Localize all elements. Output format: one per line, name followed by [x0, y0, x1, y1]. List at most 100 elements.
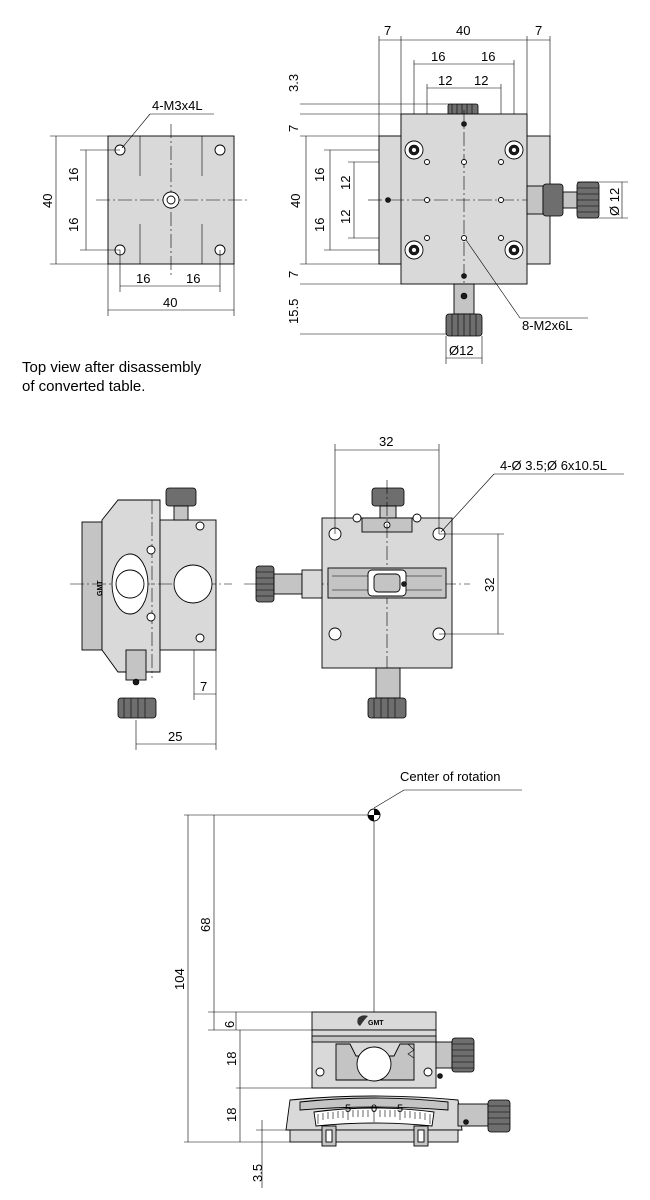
mount-hole-icon [328, 627, 342, 641]
m3-hole-icon [214, 144, 226, 156]
side-screw-icon [195, 521, 205, 531]
front-screw-icon [315, 1067, 325, 1077]
side-bottom-screw-icon [132, 678, 140, 686]
plan-top-knob-icon [371, 487, 405, 507]
counterbore-hole-icon [504, 240, 524, 260]
top-view-right: 7 40 7 16 16 12 12 3.3 7 40 16 16 12 12 … [286, 23, 628, 364]
dim-7-side-top: 7 [286, 125, 301, 132]
side-center-boss-icon [115, 569, 145, 599]
dim-7-top-left: 7 [384, 23, 391, 38]
center-of-rotation-icon [367, 808, 381, 822]
plan-bottom-knob-icon [367, 697, 407, 719]
note-line-1: Top view after disassembly [22, 359, 202, 376]
side-bottom-knob-icon [117, 697, 157, 719]
dim-104: 104 [172, 968, 187, 990]
callout-mount-holes: 4-Ø 3.5;Ø 6x10.5L [500, 458, 607, 473]
right-knob-shaft [526, 185, 544, 215]
dim-18-upper: 18 [224, 1052, 239, 1066]
front-knob-screw-icon [437, 1073, 443, 1079]
dim-16-top-b: 16 [481, 49, 495, 64]
plan-view: 32 32 4-Ø 3.5;Ø 6x10.5L [244, 434, 624, 719]
rotary-base-plate [289, 1129, 459, 1143]
rotary-scale-ticks [317, 1110, 431, 1124]
plan-slot-screw-icon [401, 581, 407, 587]
disassembly-note: Top view after disassembly of converted … [22, 358, 201, 396]
bottom-knob-screw-icon [460, 292, 468, 300]
dim-12-side-b: 12 [338, 210, 353, 224]
scale-label-right: 5 [397, 1103, 403, 1115]
dim-16-bottom-a: 16 [136, 271, 150, 286]
scale-label-left: 5 [345, 1103, 351, 1115]
plan-slot-block [373, 573, 401, 593]
logo-icon: GMT [357, 1015, 384, 1027]
base-foot-slot-icon [417, 1129, 425, 1143]
dim-3-5: 3.5 [250, 1164, 265, 1182]
front-stage-rail [311, 1035, 437, 1043]
front-knob-holder [435, 1041, 453, 1069]
dim-18-lower: 18 [224, 1108, 239, 1122]
dim-16-side-b: 16 [312, 218, 327, 232]
dim-dia12-right: Ø 12 [607, 188, 622, 216]
dim-3-3: 3.3 [286, 74, 301, 92]
plan-left-knob-shaft [273, 573, 303, 595]
side-screw-icon [146, 612, 156, 622]
side-top-knob-shaft [173, 505, 189, 521]
side-top-knob-icon [165, 487, 197, 507]
dim-32-top: 32 [379, 434, 393, 449]
note-line-2: of converted table. [22, 378, 146, 395]
side-logo: GMT [97, 580, 104, 596]
dim-12-top-b: 12 [474, 73, 488, 88]
dim-40-side: 40 [288, 194, 303, 208]
front-screw-icon [423, 1067, 433, 1077]
center-hole-inner-icon [166, 195, 176, 205]
counterbore-hole-icon [504, 140, 524, 160]
front-stage-bore-icon [356, 1046, 392, 1082]
side-screw-icon [195, 633, 205, 643]
dim-7-side-view: 7 [200, 679, 207, 694]
plan-screw-icon [352, 513, 362, 523]
dim-7-side-bottom: 7 [286, 271, 301, 278]
dim-16-side-a: 16 [312, 168, 327, 182]
dim-15-5: 15.5 [286, 299, 301, 324]
right-knob-collar [562, 191, 578, 209]
side-stage-bore-icon [173, 564, 213, 604]
plan-left-knob-holder [301, 569, 323, 599]
counterbore-hole-icon [404, 140, 424, 160]
dim-16-left-a: 16 [66, 168, 81, 182]
counterbore-hole-icon [404, 240, 424, 260]
base-foot-slot-icon [325, 1129, 333, 1143]
dim-32-side: 32 [482, 578, 497, 592]
dim-16-left-b: 16 [66, 218, 81, 232]
dim-16-top-a: 16 [431, 49, 445, 64]
lower-right-knob-icon [487, 1099, 511, 1133]
dim-12-top-a: 12 [438, 73, 452, 88]
lower-knob-screw-icon [463, 1119, 469, 1125]
dim-7-top-right: 7 [535, 23, 542, 38]
dim-6: 6 [222, 1021, 237, 1028]
front-right-knob-icon [451, 1037, 475, 1073]
callout-center-rotation: Center of rotation [400, 769, 500, 784]
right-knob-icon [542, 183, 564, 217]
dim-40-bottom: 40 [163, 295, 177, 310]
scale-label-center: 0 [371, 1103, 377, 1115]
callout-m3: 4-M3x4L [152, 98, 203, 113]
dim-dia12-bottom: Ø12 [449, 343, 474, 358]
plan-screw-icon [412, 513, 422, 523]
callout-m2: 8-M2x6L [522, 318, 573, 333]
dim-12-side-a: 12 [338, 176, 353, 190]
top-view-left: 4-M3x4L 40 16 16 16 16 40 [40, 98, 248, 316]
dim-40-left: 40 [40, 194, 55, 208]
front-logo: GMT [368, 1020, 384, 1027]
dim-40-top: 40 [456, 23, 470, 38]
front-view: Center of rotation 104 68 6 18 18 3.5 GM… [172, 769, 522, 1188]
plan-bottom-knob-shaft [375, 667, 401, 699]
dim-16-bottom-b: 16 [186, 271, 200, 286]
lower-knob-holder [457, 1103, 489, 1127]
rotary-upper-ring [299, 1097, 449, 1111]
side-view: GMT 7 25 [70, 487, 232, 750]
side-bottom-knob-shaft [125, 649, 147, 681]
dim-25: 25 [168, 729, 182, 744]
dim-68: 68 [198, 918, 213, 932]
side-screw-icon [146, 545, 156, 555]
